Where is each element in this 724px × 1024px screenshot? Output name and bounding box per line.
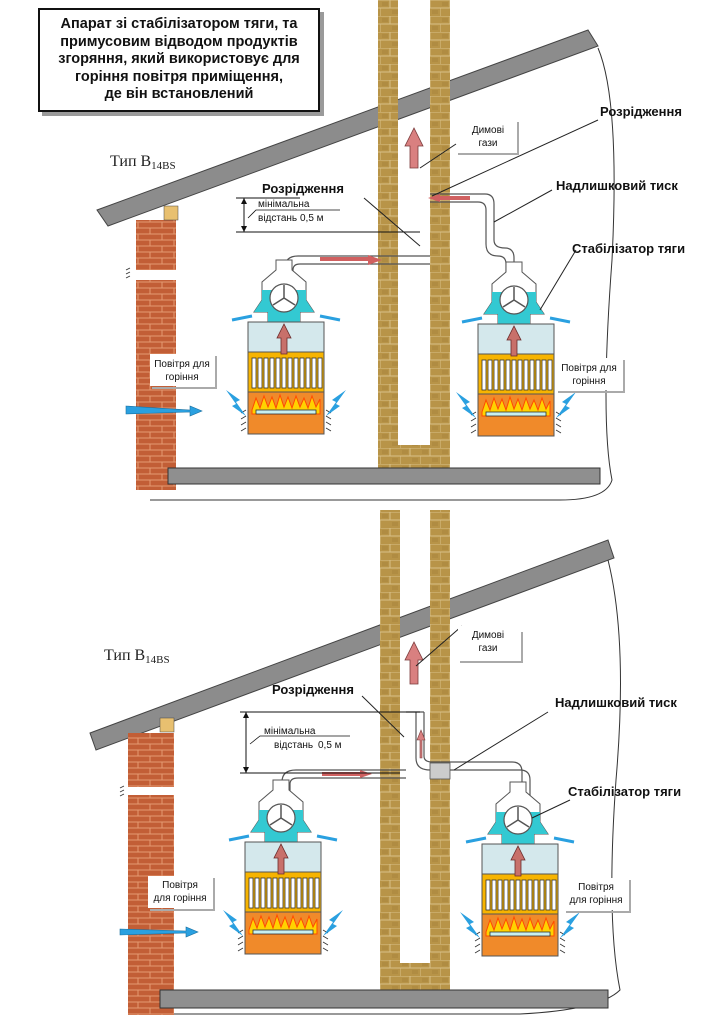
overpressure-label: Надлишковий тиск	[555, 695, 677, 710]
air-label-right-2: горіння	[572, 376, 605, 387]
title-line-1: Апарат зі стабілізатором тяги, та	[60, 16, 298, 33]
depression-label-right: Розрідження	[600, 104, 682, 119]
diagram-bottom: Димові гази Тип B14BS Розрідження Надлиш…	[89, 510, 681, 1015]
wall-sleeve	[429, 762, 451, 780]
min-distance-dimension	[240, 711, 420, 774]
flue-gas-arrow	[404, 641, 424, 685]
overpressure-label: Надлишковий тиск	[556, 178, 678, 193]
air-inlet-arrow	[125, 405, 203, 417]
brick-wall-top	[128, 733, 174, 787]
chimney-left	[378, 0, 398, 470]
floor	[167, 467, 601, 485]
flue-gas-arrow	[404, 127, 424, 169]
min-distance-label-1: мінімальна	[258, 199, 310, 210]
air-inlet-arrow	[119, 926, 199, 938]
boiler-left	[224, 258, 348, 436]
air-label-left-2: для горіння	[153, 893, 206, 904]
chimney-base	[380, 963, 450, 993]
boiler-right	[454, 260, 578, 438]
min-distance-label-1: мінімальна	[264, 726, 316, 737]
chimney-right	[430, 0, 450, 470]
min-distance-label-2: відстань	[274, 740, 313, 751]
flue-gases-label-2: гази	[478, 138, 497, 149]
title-box: Апарат зі стабілізатором тяги, та примус…	[38, 8, 320, 112]
boiler-right	[458, 780, 582, 958]
type-label-bottom: Тип B14BS	[104, 647, 170, 666]
air-label-left-2: горіння	[165, 372, 198, 383]
chimney-left	[380, 510, 400, 1000]
min-distance-value: 0,5 м	[318, 740, 342, 751]
air-label-right-1: Повітря для	[561, 363, 617, 374]
air-label-left-1: Повітря для	[154, 359, 210, 370]
insulation	[159, 717, 175, 733]
air-label-right-2: для горіння	[569, 895, 622, 906]
room-outline	[150, 47, 615, 501]
flue-pipe-right	[430, 193, 515, 285]
draft-stabilizer-label: Стабілізатор тяги	[572, 241, 685, 256]
insulation	[163, 205, 179, 221]
depression-label-center: Розрідження	[272, 682, 354, 697]
flue-pipe-left	[284, 255, 430, 290]
title-line-2: примусовим відводом продуктів	[60, 33, 298, 50]
depression-label-center: Розрідження	[262, 181, 344, 196]
title-line-3: згоряння, який використовує для	[58, 51, 300, 68]
min-distance-value: 0,5 м	[300, 213, 324, 224]
diagram-top: Димові гази Тип B14BS Розрідження Розрід…	[96, 0, 685, 501]
title-line-5: де він встановлений	[104, 86, 254, 103]
min-distance-label-2: відстань	[258, 213, 297, 224]
flue-gases-label-1: Димові	[472, 125, 504, 136]
title-line-4: горіння повітря приміщення,	[75, 68, 283, 85]
air-label-right-1: Повітря	[578, 882, 614, 893]
brick-wall-top	[136, 220, 176, 270]
air-label-left-1: Повітря	[162, 880, 198, 891]
flue-gases-label-1: Димові	[472, 630, 504, 641]
draft-stabilizer-label: Стабілізатор тяги	[568, 784, 681, 799]
chimney-base	[378, 445, 450, 470]
roof	[96, 29, 599, 227]
boiler-left	[221, 778, 345, 956]
chimney-right	[430, 510, 450, 1000]
type-label-top: Тип B14BS	[110, 153, 176, 172]
floor	[159, 989, 609, 1009]
flue-gases-label-2: гази	[478, 643, 497, 654]
